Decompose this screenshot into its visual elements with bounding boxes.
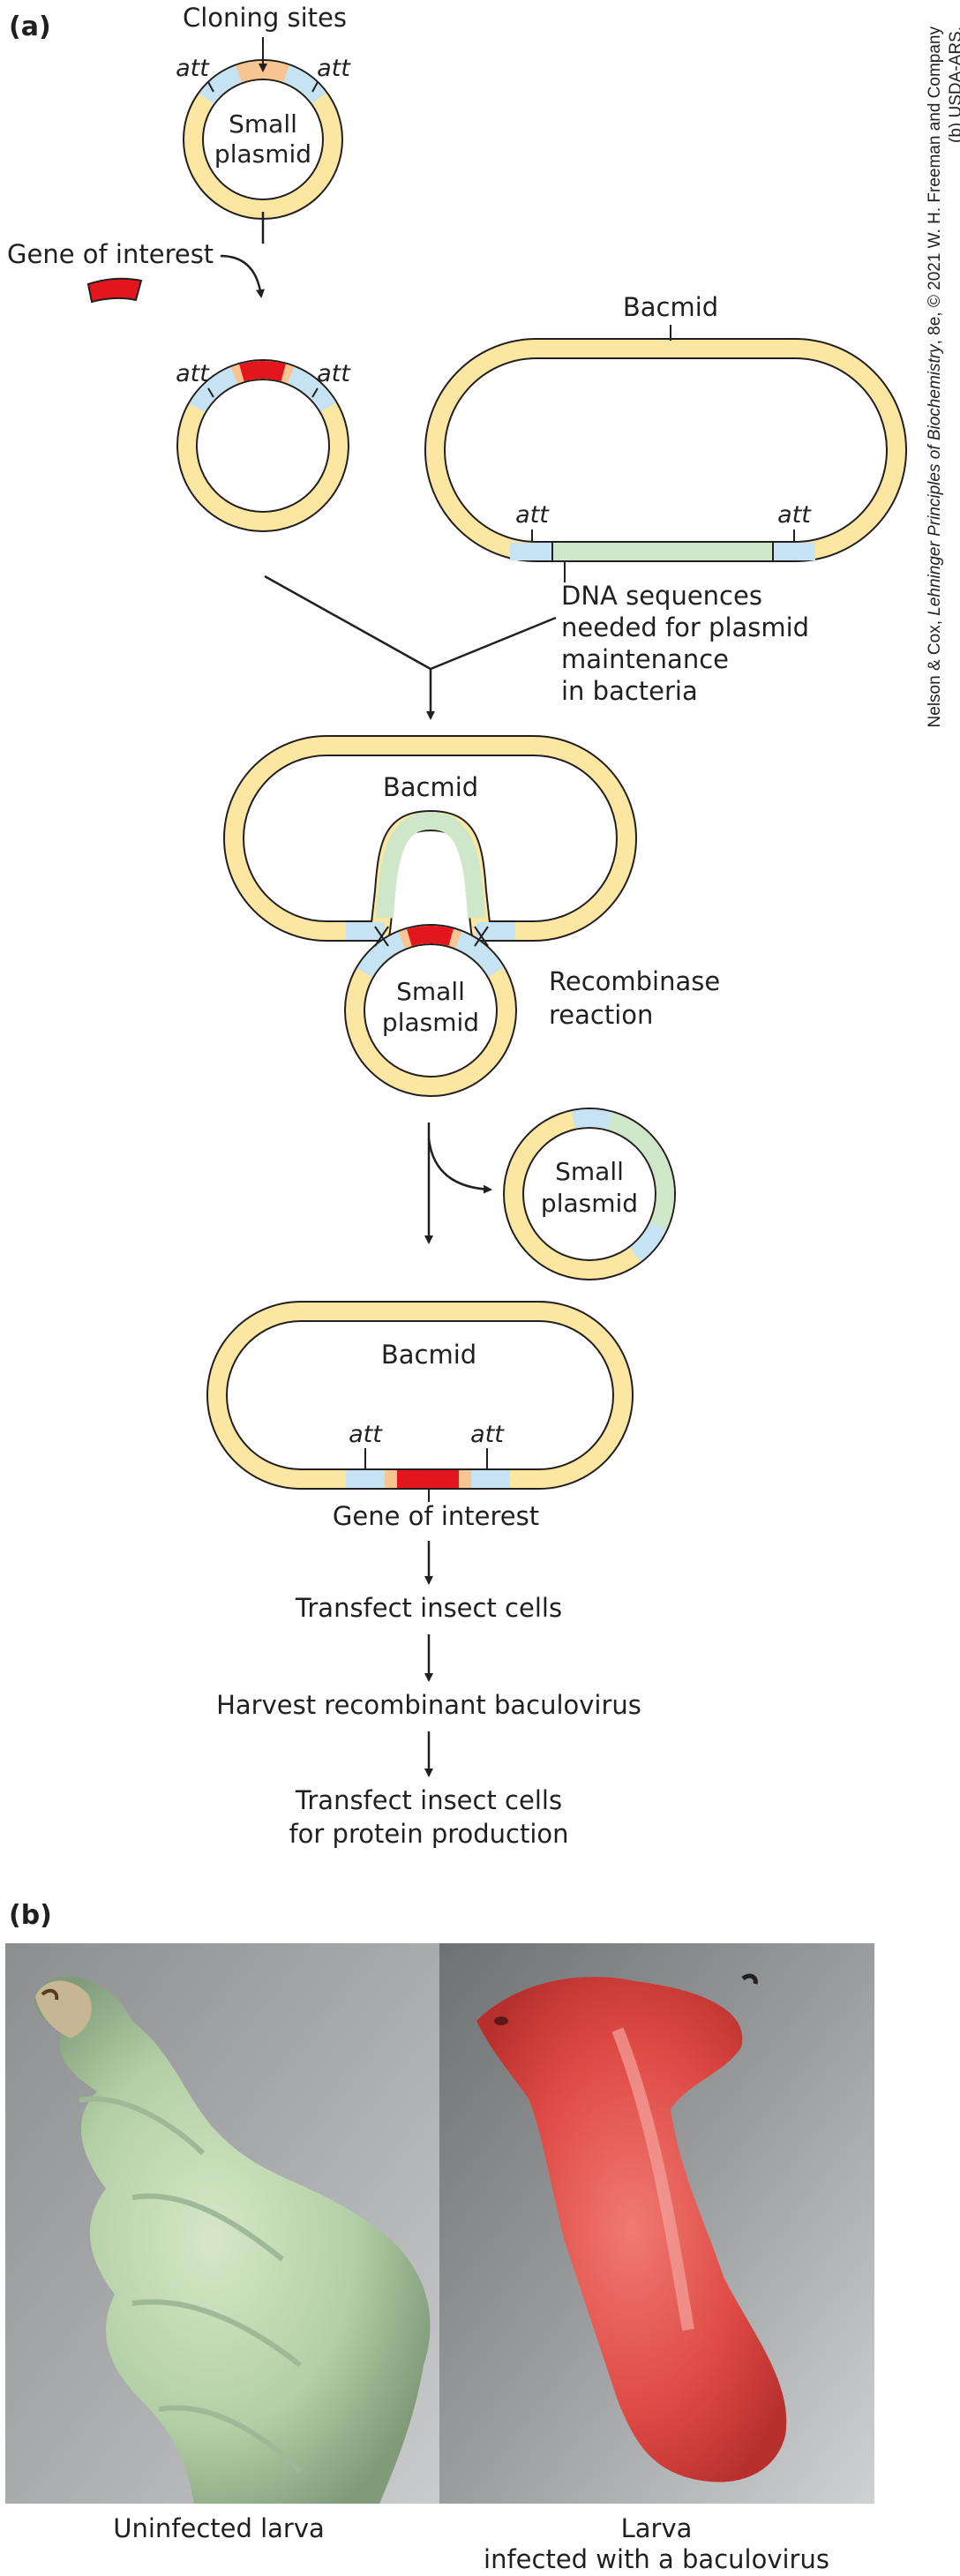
step-harvest: Harvest recombinant baculovirus: [216, 1690, 641, 1720]
att-label: att: [176, 360, 210, 387]
recombinase-label: reaction: [549, 1000, 653, 1030]
att-label: att: [515, 501, 550, 529]
step-protein-production: for protein production: [289, 1819, 568, 1849]
small-plasmid-recombination: Small plasmid: [344, 924, 517, 1097]
maintenance-label: DNA sequences: [561, 581, 762, 611]
small-plasmid-label: Small: [229, 109, 297, 139]
recombinase-label: Recombinase: [549, 966, 720, 996]
gene-of-interest-label: Gene of interest: [7, 239, 214, 269]
copyright-credit: Nelson & Cox, Lehninger Principles of Bi…: [925, 26, 960, 821]
att-label: att: [470, 1421, 505, 1448]
gene-insert: [397, 1470, 459, 1488]
maintenance-sequence: [552, 543, 773, 560]
att-site: [773, 543, 815, 560]
gene-fragment: [86, 277, 143, 304]
infected-larva-photo: [439, 1943, 874, 2504]
recombinant-bacmid: [206, 1301, 634, 1490]
step-protein-production: Transfect insect cells: [295, 1785, 562, 1815]
gene-of-interest-label: Gene of interest: [333, 1501, 539, 1531]
small-plasmid-1: Small plasmid: [183, 59, 343, 220]
att-label: att: [176, 55, 210, 82]
credit-line: Nelson & Cox, Lehninger Principles of Bi…: [925, 26, 946, 821]
cloning-sites-label: Cloning sites: [183, 3, 347, 33]
cloning-site: [385, 1470, 397, 1488]
credit-authors: Nelson & Cox,: [926, 615, 944, 728]
cloning-site: [459, 1470, 471, 1488]
att-site: [505, 1109, 674, 1279]
bacmid-label: Bacmid: [383, 772, 478, 802]
att-label: att: [349, 1421, 383, 1448]
credit-publisher: , 8e, © 2021 W. H. Freeman and Company: [926, 26, 944, 345]
insert-arrow: [220, 254, 265, 298]
step-transfect: Transfect insect cells: [295, 1593, 562, 1623]
gene-insert: [346, 926, 515, 1095]
excised-plasmid: Small plasmid: [503, 1108, 676, 1280]
small-plasmid-label: plasmid: [541, 1189, 638, 1218]
att-site: [510, 543, 552, 560]
excision-arrow: [427, 1138, 492, 1194]
att-label: att: [317, 360, 351, 387]
att-site: [471, 1470, 510, 1488]
merge-arrow: [264, 575, 557, 720]
maintenance-label: maintenance: [561, 644, 729, 674]
att-site: [346, 1470, 385, 1488]
att-site: [476, 922, 515, 940]
att-label: att: [317, 55, 351, 82]
bacmid-label: Bacmid: [381, 1340, 476, 1370]
small-plasmid-label: plasmid: [214, 139, 311, 169]
infected-larva-caption: infected with a baculovirus: [484, 2544, 829, 2574]
panel-b-label: (b): [9, 1900, 52, 1931]
att-label: att: [777, 501, 812, 529]
small-plasmid-label: Small: [555, 1157, 624, 1186]
uninfected-larva-photo: [5, 1943, 439, 2504]
credit-book-title: Lehninger Principles of Biochemistry: [926, 344, 944, 616]
small-plasmid-label: Small: [396, 977, 465, 1006]
small-plasmid-label: plasmid: [382, 1008, 479, 1037]
credit-photo-source: (b) USDA-ARS.: [947, 26, 960, 143]
maintenance-label: in bacteria: [561, 676, 698, 706]
recombinant-plasmid: [176, 359, 349, 532]
maintenance-sequence: [505, 1109, 674, 1279]
bacmid-label: Bacmid: [623, 292, 718, 322]
infected-larva-caption: Larva: [621, 2513, 693, 2543]
panel-a-label: (a): [9, 11, 51, 42]
maintenance-label: needed for plasmid: [561, 612, 809, 642]
bacmid-1: [424, 338, 907, 562]
bacmid-recombination: [223, 735, 637, 942]
uninfected-larva-caption: Uninfected larva: [113, 2513, 325, 2543]
crossover-lines: [374, 926, 489, 947]
gene-insert: [178, 361, 348, 530]
